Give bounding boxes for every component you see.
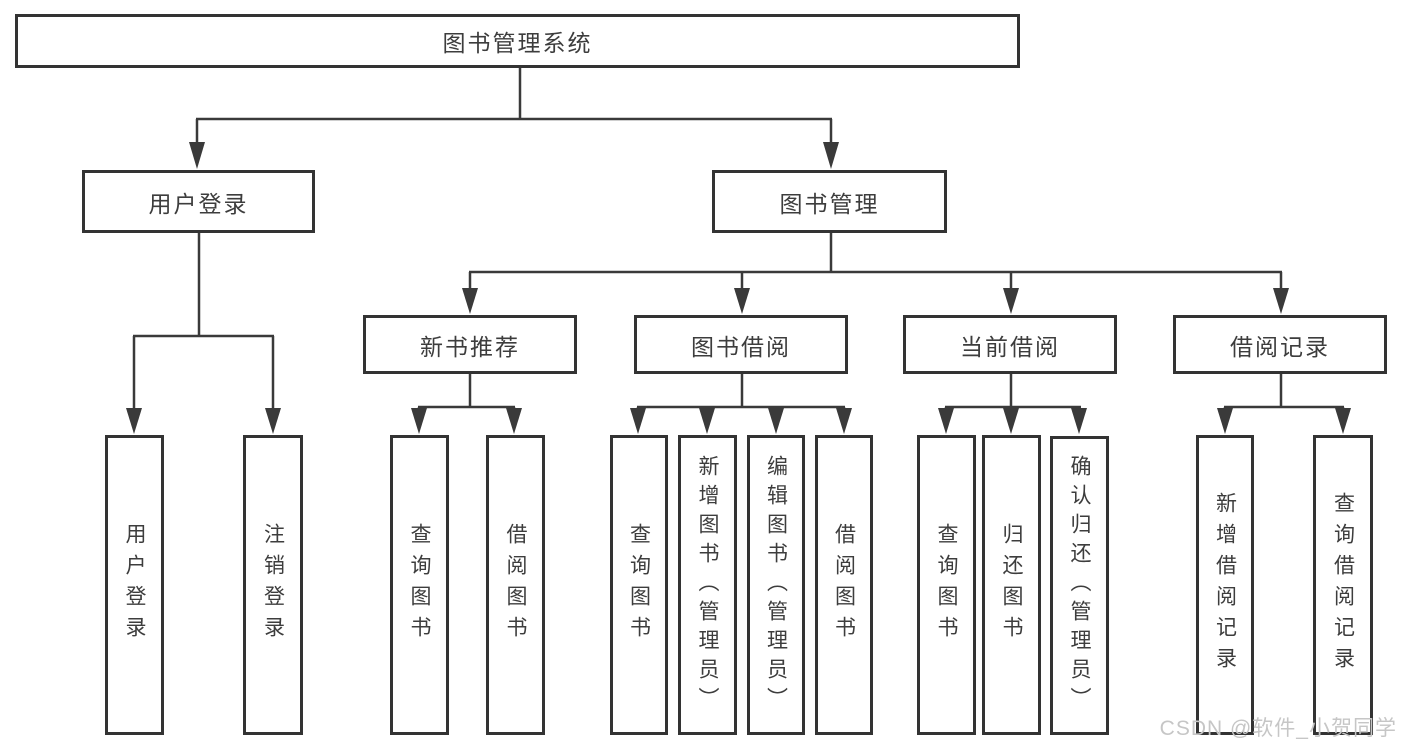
node-label: 当前借阅 [960, 333, 1060, 360]
leaf-query-books-recommend: 查询图书 [390, 435, 449, 735]
node-label: 查询图书 [935, 523, 958, 647]
node-label: 查询图书 [627, 523, 651, 647]
node-label: 新增图书（管理员） [696, 454, 719, 716]
node-label: 查询借阅记录 [1331, 492, 1355, 678]
node-label: 用户登录 [148, 190, 249, 217]
leaf-query-books-current: 查询图书 [917, 435, 976, 735]
node-label: 用户登录 [123, 523, 146, 647]
leaf-logout: 注销登录 [243, 435, 303, 735]
node-label: 编辑图书（管理员） [764, 454, 788, 716]
node-label: 图书借阅 [691, 333, 791, 360]
leaf-confirm-return-admin: 确认归还（管理员） [1050, 436, 1109, 735]
node-book-borrowing: 图书借阅 [634, 315, 848, 374]
leaf-borrow-books-recommend: 借阅图书 [486, 435, 545, 735]
node-borrowing-records: 借阅记录 [1173, 315, 1387, 374]
node-label: 借阅图书 [832, 523, 856, 647]
node-label: 新书推荐 [420, 333, 520, 360]
node-current-borrowing: 当前借阅 [903, 315, 1117, 374]
node-label: 借阅记录 [1230, 333, 1330, 360]
leaf-query-borrow-record: 查询借阅记录 [1313, 435, 1373, 735]
node-label: 图书管理系统 [442, 30, 593, 56]
leaf-query-books-borrow: 查询图书 [610, 435, 668, 735]
leaf-return-books: 归还图书 [982, 435, 1041, 735]
leaf-edit-book-admin: 编辑图书（管理员） [747, 435, 805, 735]
node-label: 借阅图书 [504, 523, 527, 647]
node-label: 归还图书 [1000, 523, 1023, 647]
node-label: 图书管理 [779, 190, 880, 217]
leaf-borrow-books-borrow: 借阅图书 [815, 435, 873, 735]
leaf-add-borrow-record: 新增借阅记录 [1196, 435, 1254, 735]
leaf-add-book-admin: 新增图书（管理员） [678, 435, 737, 735]
node-label: 注销登录 [261, 523, 285, 647]
node-user-login: 用户登录 [82, 170, 315, 233]
watermark: CSDN @软件_小贺同学 [1159, 717, 1397, 740]
leaf-user-login-action: 用户登录 [105, 435, 164, 735]
node-label: 确认归还（管理员） [1068, 455, 1091, 716]
node-new-book-recommendation: 新书推荐 [363, 315, 577, 374]
node-library-system: 图书管理系统 [15, 14, 1020, 68]
node-label: 查询图书 [408, 523, 431, 647]
node-book-management: 图书管理 [712, 170, 947, 233]
node-label: 新增借阅记录 [1213, 492, 1237, 678]
